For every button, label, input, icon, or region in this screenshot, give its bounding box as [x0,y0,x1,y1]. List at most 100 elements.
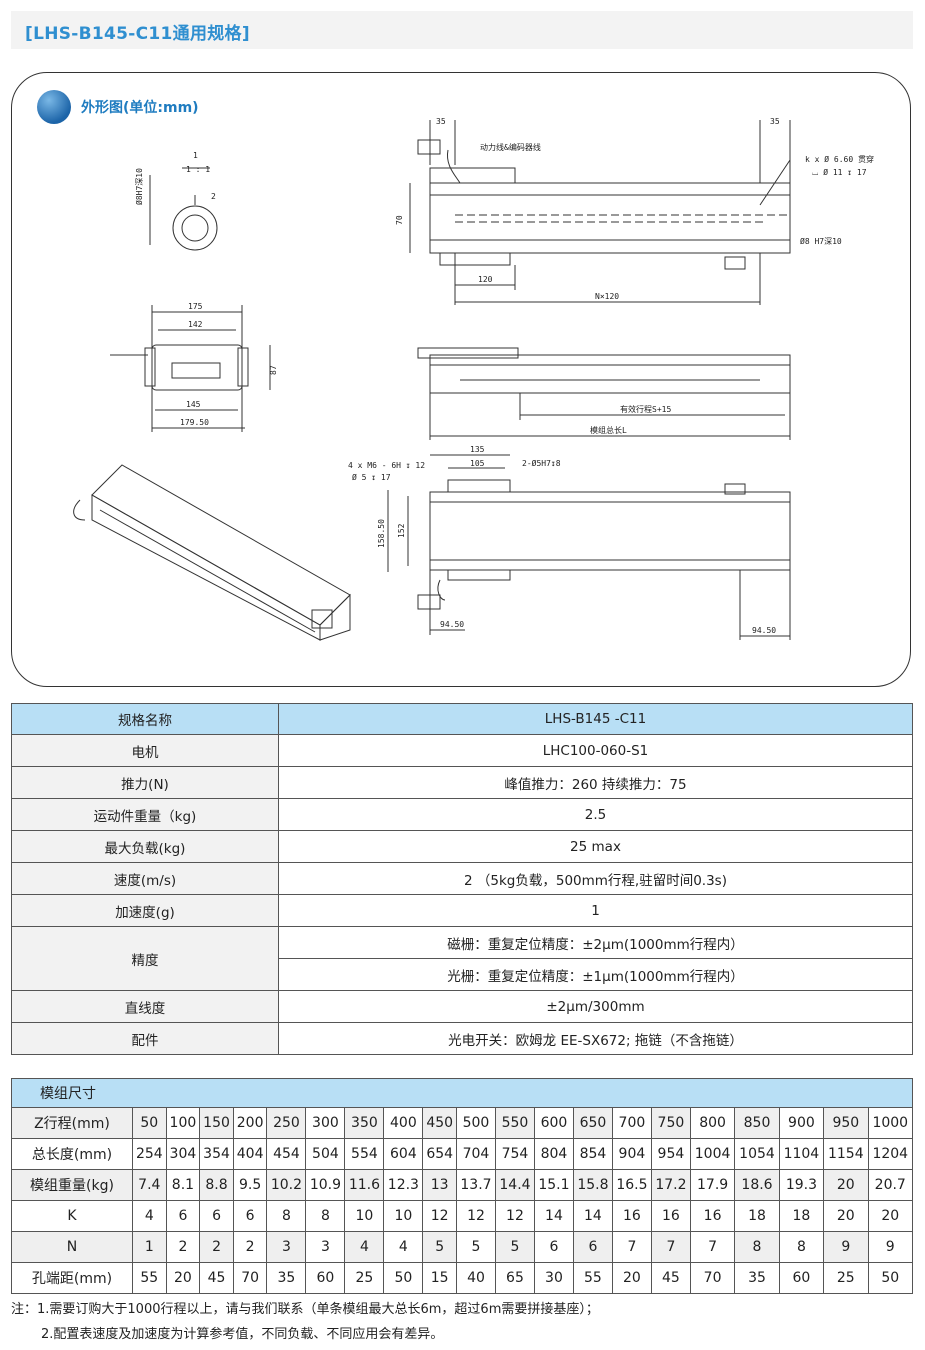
parts-label: 配件 [11,1022,279,1055]
module-cell: 200 [232,1107,268,1139]
module-cell: 20 [165,1262,201,1294]
module-cell: 18 [734,1200,780,1232]
spec-value: 2 （5kg负载，500mm行程,驻留时间0.3s) [278,862,913,895]
spec-label: 加速度(g) [11,894,279,927]
module-cell: 16.5 [611,1169,652,1201]
module-cell: 19.3 [778,1169,825,1201]
module-cell: 6 [232,1200,268,1232]
hole-note-3: Ø8 H7深10 [800,236,842,246]
bot-9450-left: 94.50 [440,620,464,629]
module-cell: 5 [422,1231,457,1263]
module-cell: 254 [132,1138,167,1170]
module-cell: 15 [422,1262,457,1294]
module-cell: 804 [533,1138,574,1170]
module-cell: 50 [867,1262,914,1294]
module-cell: 15.8 [572,1169,613,1201]
straightness-label: 直线度 [11,990,279,1023]
module-cell: 15.1 [533,1169,574,1201]
module-cell: 404 [232,1138,268,1170]
module-cell: 50 [132,1107,167,1139]
module-cell: 2 [165,1231,201,1263]
module-cell: 8 [305,1200,346,1232]
module-cell: 55 [572,1262,613,1294]
module-cell: 5 [494,1231,535,1263]
module-cell: 40 [455,1262,496,1294]
bot-135: 135 [470,445,485,454]
module-cell: 4 [132,1200,167,1232]
module-cell: 60 [778,1262,825,1294]
module-cell: 8 [734,1231,780,1263]
module-cell: 1004 [689,1138,736,1170]
cable-label: 动力线&编码器线 [480,142,541,152]
detail-hole-label: Ø8H7深10 [134,168,144,205]
module-cell: 504 [305,1138,346,1170]
module-cell: 20 [611,1262,652,1294]
accuracy-optical: 光栅：重复定位精度：±1μm(1000mm行程内） [278,958,913,991]
detail-width-label: 2 [211,192,216,201]
module-cell: 1154 [823,1138,869,1170]
module-cell: 450 [422,1107,457,1139]
circle-bullet-icon [37,90,71,124]
spec-header-label: 规格名称 [11,703,279,735]
module-cell: 10.9 [305,1169,346,1201]
module-cell: 454 [266,1138,307,1170]
module-cell: 750 [650,1107,691,1139]
module-cell: 20 [823,1169,869,1201]
module-cell: 16 [611,1200,652,1232]
spec-value: 1 [278,894,913,927]
module-cell: 100 [165,1107,201,1139]
hole-note-1: k x Ø 6.60 贯穿 [805,154,874,164]
bot-hole-b: Ø 5 ↧ 17 [352,472,391,482]
module-cell: 12.3 [383,1169,424,1201]
module-cell: 854 [572,1138,613,1170]
spec-label: 最大负载(kg) [11,830,279,863]
top-dim-left: 35 [436,117,446,126]
module-cell: 12 [455,1200,496,1232]
technical-drawing: 1 1 : 1 Ø8H7深10 2 35 35 动力线&编码器线 k x Ø 6… [73,117,874,641]
module-cell: 600 [533,1107,574,1139]
side-stroke: 有效行程S+15 [620,404,671,414]
module-cell: 35 [734,1262,780,1294]
module-row-label: 孔端距(mm) [11,1262,133,1294]
module-row-label: K [11,1200,133,1232]
spec-value: 峰值推力：260 持续推力：75 [278,766,913,799]
page-title: [LHS-B145-C11通用规格] [25,24,250,44]
notes: 注：1.需要订购大于1000行程以上，请与我们联系（单条模组最大总长6m，超过6… [11,1297,599,1347]
module-row-label: 总长度(mm) [11,1138,133,1170]
title-bar: [LHS-B145-C11通用规格] [11,11,913,49]
module-cell: 17.9 [689,1169,736,1201]
module-header: 模组尺寸 [11,1078,913,1108]
module-cell: 45 [650,1262,691,1294]
drawing-frame [11,72,911,687]
module-cell: 7 [611,1231,652,1263]
module-cell: 14 [533,1200,574,1232]
module-cell: 704 [455,1138,496,1170]
module-row-label: Z行程(mm) [11,1107,133,1139]
module-cell: 11.6 [344,1169,385,1201]
module-cell: 9 [867,1231,914,1263]
module-cell: 5 [455,1231,496,1263]
module-cell: 65 [494,1262,535,1294]
module-cell: 14 [572,1200,613,1232]
straightness-value: ±2μm/300mm [278,990,913,1023]
module-cell: 250 [266,1107,307,1139]
module-cell: 304 [165,1138,201,1170]
module-cell: 8.8 [199,1169,234,1201]
module-cell: 30 [533,1262,574,1294]
module-cell: 70 [232,1262,268,1294]
front-142: 142 [188,320,203,329]
module-cell: 650 [572,1107,613,1139]
height-70: 70 [395,215,404,225]
accuracy-magnetic: 磁栅：重复定位精度：±2μm(1000mm行程内） [278,926,913,959]
module-cell: 350 [344,1107,385,1139]
front-175: 175 [188,302,203,311]
module-cell: 400 [383,1107,424,1139]
module-cell: 25 [344,1262,385,1294]
module-cell: 150 [199,1107,234,1139]
drawing-section-label: 外形图(单位:mm) [81,100,199,116]
module-cell: 6 [199,1200,234,1232]
bot-105: 105 [470,459,485,468]
